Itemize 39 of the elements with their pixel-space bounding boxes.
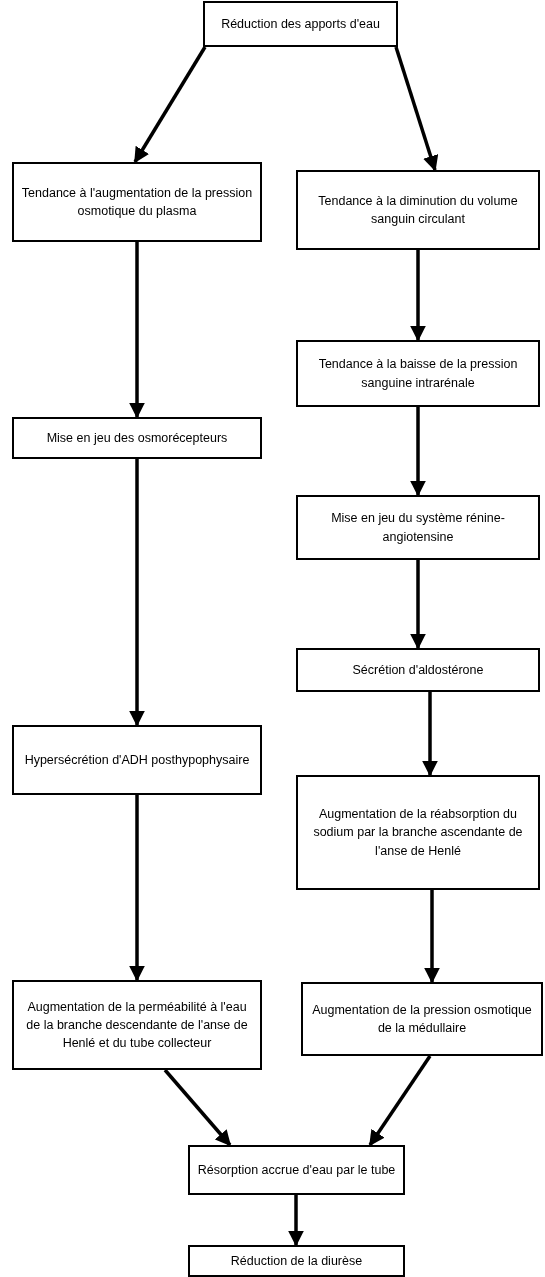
arrow <box>410 250 426 342</box>
arrow <box>410 560 426 650</box>
arrow <box>410 407 426 497</box>
box-text: Sécrétion d'aldostérone <box>352 661 484 679</box>
arrow <box>129 795 145 982</box>
arrow <box>422 692 438 777</box>
box-text: Réduction des apports d'eau <box>221 15 380 33</box>
arrow <box>129 242 145 419</box>
process-box <box>296 495 540 560</box>
arrow <box>129 459 145 727</box>
process-box <box>12 980 262 1070</box>
process-box <box>188 1145 405 1195</box>
process-box <box>12 417 262 459</box>
process-box <box>301 982 543 1056</box>
arrow <box>394 46 439 172</box>
box-text: Augmentation de la perméabilité à l'eau de la branche descendante de l'anse de Henlé et du tube collecteur <box>25 998 249 1053</box>
box-text: Hypersécrétion d'ADH posthypophysaire <box>24 751 250 769</box>
process-box <box>188 1245 405 1277</box>
process-box <box>296 648 540 692</box>
arrow <box>424 890 440 984</box>
arrow <box>288 1195 304 1247</box>
box-text: Tendance à l'augmentation de la pression osmotique du plasma <box>20 184 254 220</box>
box-text: Mise en jeu du système rénine-angiotensine <box>330 510 506 546</box>
box-text: Tendance à la baisse de la pression sanguine intrarénale <box>317 356 519 392</box>
box-text: Réduction de la diurèse <box>230 1252 363 1270</box>
process-box <box>12 725 262 795</box>
process-box <box>296 775 540 890</box>
box-text: Augmentation de la pression osmotique de la médullaire <box>311 1001 533 1037</box>
box-text: Tendance à la diminution du volume sanguin circulant <box>317 192 519 228</box>
arrow <box>163 1068 232 1147</box>
process-box <box>296 170 540 250</box>
arrow <box>368 1055 432 1147</box>
box-text: Résorption accrue d'eau par le tube <box>197 1161 396 1179</box>
process-box <box>203 1 398 47</box>
process-box <box>296 340 540 407</box>
process-box <box>12 162 262 242</box>
box-text: Augmentation de la réabsorption du sodium par la branche ascendante de l'anse de Henlé <box>312 806 524 860</box>
arrow <box>133 46 207 164</box>
box-text: Mise en jeu des osmorécepteurs <box>46 429 228 447</box>
